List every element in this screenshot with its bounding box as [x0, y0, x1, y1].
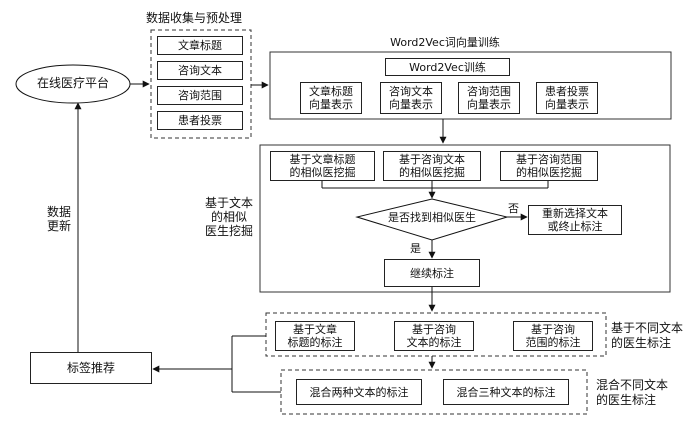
- method-consult-scope: 基于咨询范围 的相似医挖掘: [500, 151, 598, 181]
- mining-frame: [259, 144, 671, 293]
- data-update-label: 数据 更新: [46, 205, 71, 233]
- collection-item-patient-vote: 患者投票: [157, 111, 243, 130]
- word2vec-title: Word2Vec词向量训练: [390, 36, 500, 49]
- reselect-box: 重新选择文本 或终止标注: [528, 205, 622, 235]
- collection-item-article-title: 文章标题: [157, 36, 243, 55]
- vector-consult-scope: 咨询范围 向量表示: [458, 82, 520, 114]
- vector-consult-text: 咨询文本 向量表示: [380, 82, 442, 114]
- mix-two-texts: 混合两种文本的标注: [296, 379, 422, 405]
- mix-three-texts: 混合三种文本的标注: [443, 379, 569, 405]
- method-consult-text: 基于咨询文本 的相似医挖掘: [383, 151, 481, 181]
- vector-article-title: 文章标题 向量表示: [300, 82, 362, 114]
- platform-label: 在线医疗平台: [36, 76, 109, 90]
- yes-label: 是: [410, 242, 421, 255]
- method-article-title: 基于文章标题 的相似医挖掘: [270, 151, 375, 181]
- collection-item-consult-scope: 咨询范围: [157, 86, 243, 105]
- word2vec-frame: [269, 51, 672, 120]
- label-consult-text: 基于咨询 文本的标注: [394, 321, 474, 351]
- tag-recommend-box: 标签推荐: [30, 352, 152, 384]
- collection-item-consult-text: 咨询文本: [157, 61, 243, 80]
- mixed-label-side-label: 混合不同文本 的医生标注: [596, 378, 669, 407]
- label-article-title: 基于文章 标题的标注: [275, 321, 355, 351]
- mining-side-label: 基于文本 的相似 医生挖掘: [204, 196, 253, 238]
- decision-label: 是否找到相似医生: [388, 211, 476, 224]
- platform-ellipse: [15, 64, 131, 104]
- single-label-frame: [265, 312, 607, 357]
- single-label-side-label: 基于不同文本 的医生标注: [611, 321, 684, 350]
- no-label: 否: [508, 202, 519, 215]
- vector-patient-vote: 患者投票 向量表示: [536, 82, 598, 114]
- continue-box: 继续标注: [384, 259, 480, 287]
- word2vec-train-box: Word2Vec训练: [385, 58, 510, 76]
- collection-frame: [150, 29, 252, 139]
- collection-title: 数据收集与预处理: [146, 11, 243, 25]
- label-consult-scope: 基于咨询 范围的标注: [513, 321, 593, 351]
